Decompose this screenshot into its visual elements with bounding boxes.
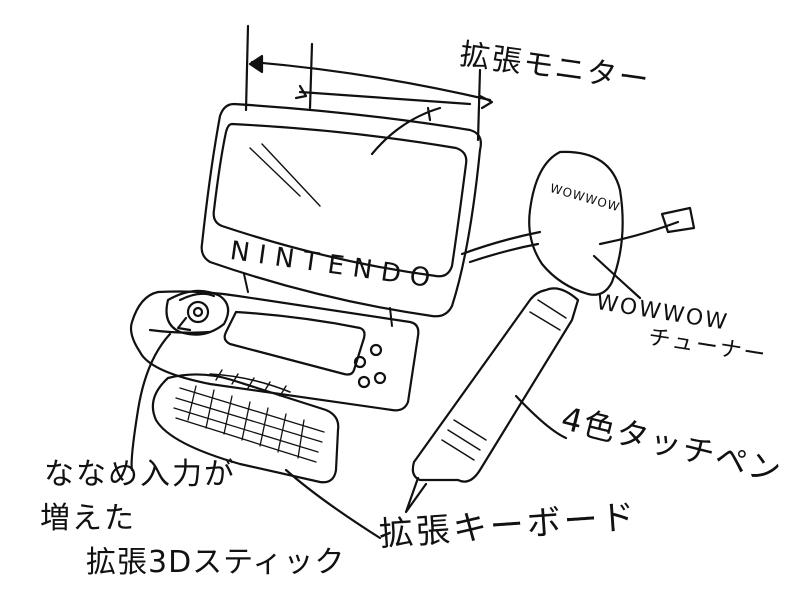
stick-leader-line — [130, 332, 172, 472]
extended-3d-stick — [165, 289, 230, 336]
wowwow-tuner — [460, 150, 696, 296]
tuner-leader-line — [592, 254, 642, 300]
keyboard-leader-line — [284, 468, 382, 540]
dimension-arrows — [244, 24, 494, 142]
four-color-touch-pen — [404, 287, 580, 514]
extended-monitor — [200, 102, 482, 327]
stick-label-line2: 増えた — [40, 501, 136, 536]
stick-label-line1: ななめ入力が — [44, 457, 236, 492]
pen-leader-line — [514, 394, 568, 440]
stick-label-line3: 拡張3Dスティック — [86, 545, 346, 580]
monitor-leader-line — [370, 106, 442, 156]
extended-keyboard — [151, 369, 340, 484]
